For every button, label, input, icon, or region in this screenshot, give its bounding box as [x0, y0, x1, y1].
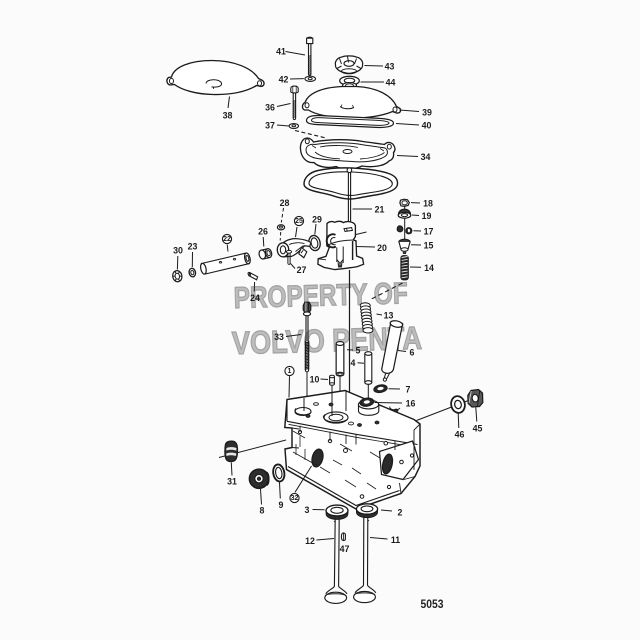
svg-text:11: 11	[391, 535, 400, 545]
svg-text:25: 25	[295, 218, 303, 225]
svg-text:PROPERTY OF: PROPERTY OF	[233, 277, 408, 315]
svg-text:28: 28	[280, 198, 290, 208]
svg-text:33: 33	[274, 332, 284, 342]
svg-text:47: 47	[340, 544, 350, 554]
svg-text:14: 14	[424, 263, 434, 273]
svg-text:44: 44	[386, 78, 396, 88]
svg-text:29: 29	[312, 215, 322, 225]
svg-text:41: 41	[276, 47, 286, 57]
svg-text:18: 18	[423, 199, 433, 209]
svg-text:2: 2	[398, 508, 403, 518]
svg-text:16: 16	[406, 399, 416, 409]
svg-text:43: 43	[385, 62, 395, 72]
svg-text:30: 30	[173, 246, 183, 256]
svg-text:8: 8	[260, 506, 265, 516]
svg-text:46: 46	[455, 430, 465, 440]
svg-text:9: 9	[279, 500, 284, 510]
svg-text:36: 36	[265, 103, 275, 113]
svg-text:45: 45	[473, 424, 483, 434]
svg-text:4: 4	[351, 358, 356, 368]
svg-text:38: 38	[223, 111, 233, 121]
svg-text:17: 17	[424, 227, 434, 237]
svg-text:5053: 5053	[421, 597, 444, 611]
svg-text:34: 34	[421, 152, 431, 162]
svg-text:20: 20	[377, 243, 387, 253]
svg-text:12: 12	[305, 536, 315, 546]
svg-text:6: 6	[410, 348, 415, 358]
svg-text:31: 31	[227, 477, 237, 487]
svg-text:13: 13	[384, 311, 394, 321]
svg-text:32: 32	[291, 495, 299, 502]
svg-text:5: 5	[356, 346, 361, 356]
svg-text:27: 27	[297, 265, 307, 275]
svg-text:19: 19	[422, 211, 432, 221]
svg-text:7: 7	[406, 385, 411, 395]
svg-text:15: 15	[424, 241, 434, 251]
svg-text:24: 24	[250, 293, 260, 303]
svg-text:3: 3	[305, 505, 310, 515]
svg-text:37: 37	[265, 121, 275, 131]
svg-text:23: 23	[188, 242, 198, 252]
svg-text:21: 21	[375, 205, 385, 215]
svg-text:26: 26	[258, 227, 268, 237]
svg-text:10: 10	[310, 375, 320, 385]
svg-text:22: 22	[223, 236, 231, 243]
svg-text:40: 40	[422, 121, 432, 131]
svg-text:1: 1	[288, 368, 292, 375]
svg-text:42: 42	[279, 75, 289, 85]
svg-text:39: 39	[422, 108, 432, 118]
